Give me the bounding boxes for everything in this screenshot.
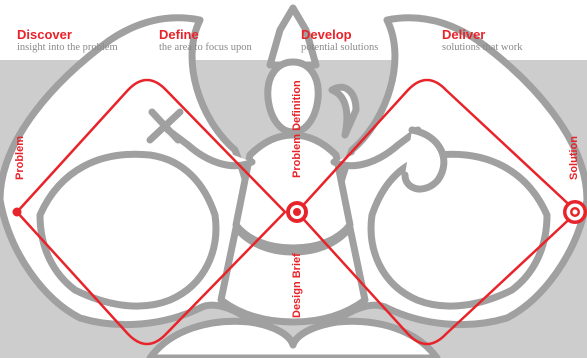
marker-design-brief: Design Brief: [291, 253, 303, 318]
phase-deliver-title: Deliver: [442, 28, 523, 41]
phase-discover-subtitle: insight into the problem: [17, 43, 118, 54]
phase-define-title: Define: [159, 28, 252, 41]
phase-develop-title: Develop: [301, 28, 378, 41]
phase-discover: Discover insight into the problem: [17, 28, 118, 54]
phase-define-subtitle: the area to focus upon: [159, 43, 252, 54]
phase-discover-title: Discover: [17, 28, 118, 41]
problem-point: [13, 208, 22, 217]
phase-deliver-subtitle: solutions that work: [442, 43, 523, 54]
marker-problem-definition: Problem Definition: [291, 80, 303, 178]
phase-deliver: Deliver solutions that work: [442, 28, 523, 54]
solution-target: [563, 200, 587, 224]
marker-solution: Solution: [568, 136, 580, 180]
phase-develop: Develop potential solutions: [301, 28, 378, 54]
marker-problem: Problem: [14, 136, 26, 180]
phase-develop-subtitle: potential solutions: [301, 43, 378, 54]
phase-define: Define the area to focus upon: [159, 28, 252, 54]
problem-definition-target: [286, 201, 308, 223]
